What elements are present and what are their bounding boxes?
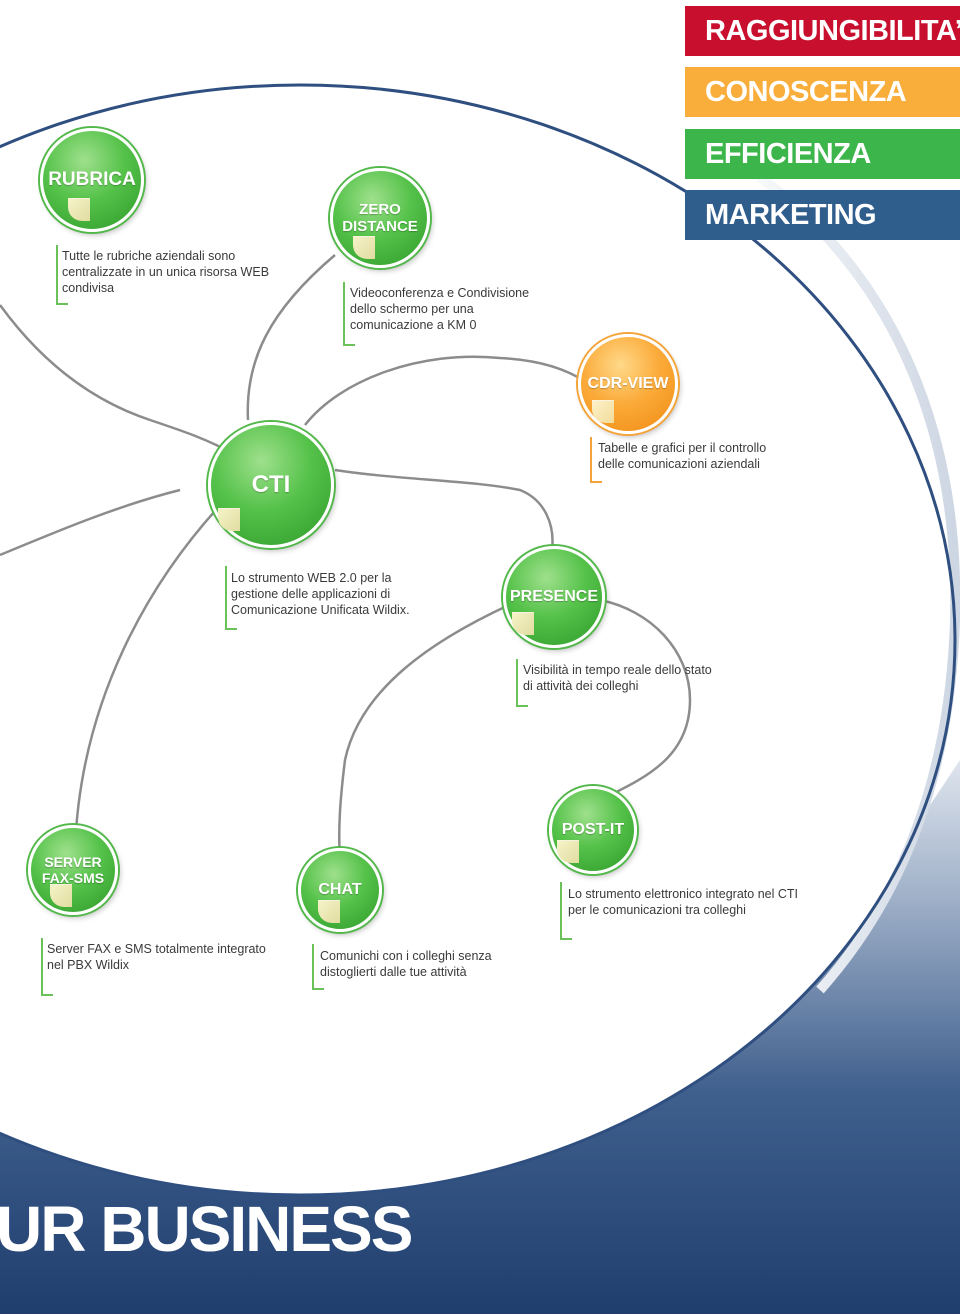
curl-server-fax-sms [50, 884, 72, 907]
node-chat: CHAT [298, 848, 382, 932]
node-server-fax-sms-line2: FAX-SMS [41, 870, 105, 886]
footer-slogan: UR BUSINESS [0, 1193, 413, 1265]
connector-lines [0, 254, 692, 861]
bracket-post-it [560, 882, 572, 940]
curl-cti [218, 508, 240, 531]
bracket-zero-distance [343, 282, 355, 346]
bracket-chat [312, 944, 324, 990]
node-rubrica-title: RUBRICA [48, 169, 136, 191]
node-server-fax-sms: SERVER FAX-SMS [28, 825, 118, 915]
desc-presence: Visibilità in tempo reale dello stato di… [523, 663, 712, 693]
banner-conoscenza: CONOSCENZA [685, 67, 960, 117]
node-cti-title: CTI [251, 471, 291, 499]
ellipse-rim [717, 145, 960, 994]
node-rubrica: RUBRICA [40, 128, 144, 232]
node-post-it-title: POST-IT [561, 820, 625, 838]
bracket-cdr-view [590, 437, 602, 483]
main-ellipse [0, 85, 955, 1195]
desc-post-it: Lo strumento elettronico integrato nel C… [568, 887, 798, 917]
node-cdr-view-title: CDR-VIEW [587, 374, 669, 392]
curl-rubrica [68, 198, 90, 221]
curl-chat [318, 900, 340, 923]
node-presence-title: PRESENCE [509, 587, 599, 605]
node-post-it: POST-IT [549, 786, 637, 874]
banner-raggiungibilita: RAGGIUNGIBILITA’ [685, 6, 960, 56]
desc-cti: Lo strumento WEB 2.0 per la gestione del… [231, 571, 410, 617]
ellipse-outline [0, 83, 957, 1197]
bracket-cti [225, 566, 237, 630]
bracket-rubrica [56, 245, 68, 305]
desc-chat: Comunichi con i colleghi senza distoglie… [320, 949, 492, 979]
curl-presence [512, 612, 534, 635]
node-cdr-view: CDR-VIEW [578, 334, 678, 434]
desc-server-fax-sms: Server FAX e SMS totalmente integrato ne… [47, 942, 266, 972]
node-zero-distance-line1: ZERO [359, 200, 401, 218]
banner-marketing: MARKETING [685, 190, 960, 240]
curl-post-it [557, 840, 579, 863]
bracket-server-fax-sms [41, 938, 53, 996]
bracket-presence [516, 659, 528, 707]
banner-efficienza: EFFICIENZA [685, 129, 960, 179]
desc-rubrica: Tutte le rubriche aziendali sono central… [62, 249, 270, 295]
node-zero-distance: ZERO DISTANCE [330, 168, 430, 268]
curl-cdr-view [592, 400, 614, 423]
curl-zero-distance [353, 236, 375, 259]
node-server-fax-sms-line1: SERVER [44, 853, 102, 870]
desc-zero-distance: Videoconferenza e Condivisione dello sch… [350, 286, 530, 332]
node-chat-title: CHAT [318, 880, 362, 898]
node-zero-distance-line2: DISTANCE [342, 218, 418, 235]
desc-cdr-view: Tabelle e grafici per il controllo delle… [598, 441, 767, 471]
